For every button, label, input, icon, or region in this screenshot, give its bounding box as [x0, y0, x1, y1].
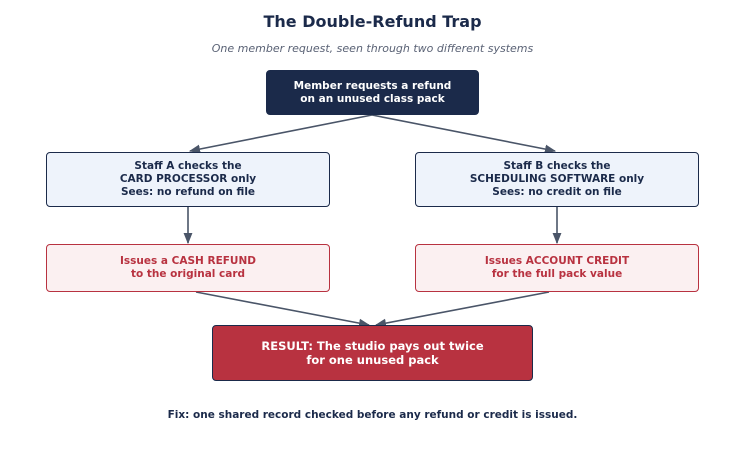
node-staff-a-check: Staff A checks the CARD PROCESSOR only S…	[46, 152, 330, 207]
node-staff-b-check: Staff B checks the SCHEDULING SOFTWARE o…	[415, 152, 699, 207]
diagram-title: The Double-Refund Trap	[263, 12, 482, 31]
node-result: RESULT: The studio pays out twice for on…	[212, 325, 533, 381]
node-text-line: Member requests a refund	[293, 79, 452, 92]
node-text-line: CARD PROCESSOR only	[119, 173, 257, 185]
node-text-line: on an unused class pack	[300, 92, 445, 105]
node-text-line: RESULT: The studio pays out twice	[261, 339, 484, 353]
arrow-account-credit-to-result	[374, 291, 550, 328]
node-text-line: Staff B checks the	[503, 160, 611, 172]
fix-footer-note: Fix: one shared record checked before an…	[167, 409, 578, 421]
node-text-line: SCHEDULING SOFTWARE only	[469, 173, 645, 185]
arrow-request-to-staff-b	[371, 114, 557, 154]
node-account-credit: Issues ACCOUNT CREDIT for the full pack …	[415, 244, 699, 292]
node-text-line: for one unused pack	[306, 353, 439, 367]
node-text-line: for the full pack value	[491, 268, 623, 280]
node-text-line: Sees: no refund on file	[120, 186, 256, 198]
diagram-subtitle: One member request, seen through two dif…	[211, 42, 534, 55]
node-text-line: to the original card	[130, 268, 246, 280]
node-text-line: Staff A checks the	[134, 160, 242, 172]
node-text-line: Issues ACCOUNT CREDIT	[484, 255, 630, 267]
arrow-cash-refund-to-result	[195, 291, 371, 328]
node-member-request: Member requests a refund on an unused cl…	[266, 70, 479, 115]
node-text-line: Issues a CASH REFUND	[120, 255, 256, 267]
node-text-line: Sees: no credit on file	[492, 186, 622, 198]
node-cash-refund: Issues a CASH REFUND to the original car…	[46, 244, 330, 292]
arrow-request-to-staff-a	[188, 114, 373, 154]
